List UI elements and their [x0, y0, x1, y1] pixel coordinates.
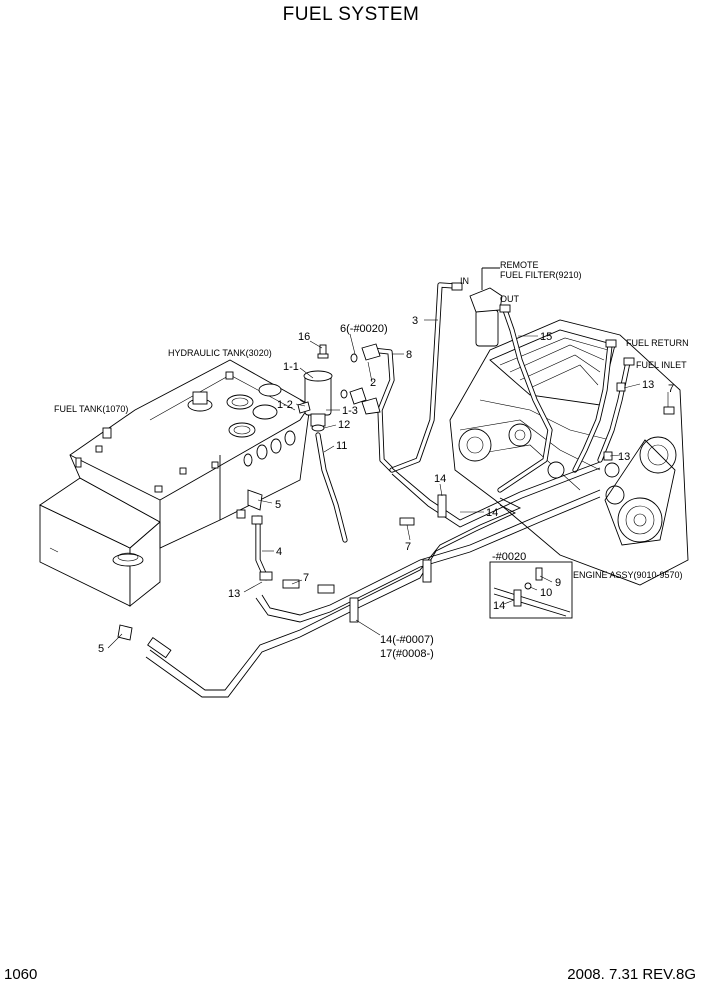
- part-label-5-upper: 5: [275, 499, 281, 511]
- part-label-1-1: 1-1: [283, 361, 299, 373]
- part-label-3: 3: [412, 315, 418, 327]
- part-number-labels: 16 6(-#0020) 1-1 1-2 1-3 2 8 3 12 11 15 …: [98, 315, 674, 660]
- label-fuel-return: FUEL RETURN: [626, 338, 689, 348]
- clamp-14-center: [437, 494, 447, 518]
- part-label-11: 11: [336, 440, 347, 452]
- part-label-7-right: 7: [668, 383, 674, 395]
- part-label-7-center: 7: [405, 541, 411, 553]
- label-detail-serial: -#0020: [492, 551, 526, 563]
- clamp-14-mid: [422, 559, 432, 583]
- remote-fuel-filter: [469, 267, 503, 347]
- label-remote-filter-2: FUEL FILTER(9210): [500, 270, 582, 280]
- part-label-13-top: 13: [642, 379, 654, 391]
- part-label-4: 4: [276, 546, 282, 558]
- part-label-1-2: 1-2: [277, 399, 293, 411]
- part-label-7-left: 7: [303, 572, 309, 584]
- detail-inset: [489, 561, 573, 619]
- engine-assy: [449, 319, 689, 586]
- label-fuel-tank: FUEL TANK(1070): [54, 404, 128, 414]
- part-label-8: 8: [406, 349, 412, 361]
- label-remote-filter-1: REMOTE: [500, 260, 539, 270]
- component-labels: HYDRAULIC TANK(3020) FUEL TANK(1070) REM…: [54, 260, 689, 580]
- page-title: FUEL SYSTEM: [282, 4, 420, 25]
- part-label-6: 6(-#0020): [340, 323, 388, 335]
- part-label-1-3: 1-3: [342, 405, 358, 417]
- part-label-13-mid: 13: [618, 451, 630, 463]
- part-label-16: 16: [298, 331, 310, 343]
- label-fuel-inlet: FUEL INLET: [636, 360, 687, 370]
- label-engine-assy: ENGINE ASSY(9010-9570): [573, 570, 683, 580]
- clamp-14-left: [349, 597, 359, 623]
- date-revision: 2008. 7.31 REV.8G: [567, 966, 696, 983]
- part-label-5-lower: 5: [98, 643, 104, 655]
- part-label-14-detail: 14: [493, 600, 505, 612]
- part-label-13-left: 13: [228, 588, 240, 600]
- part-label-10-detail: 10: [540, 587, 552, 599]
- label-filter-out: OUT: [500, 294, 520, 304]
- water-separator: [299, 370, 333, 432]
- label-hydraulic-tank: HYDRAULIC TANK(3020): [168, 348, 272, 358]
- fuel-tubes: [117, 461, 601, 698]
- leader-lines: [107, 319, 669, 649]
- part-label-14-right: 14: [486, 507, 498, 519]
- label-filter-in: IN: [460, 276, 469, 286]
- part-label-17-bottom: 17(#0008-): [380, 648, 434, 660]
- part-label-14-center: 14: [434, 473, 446, 485]
- part-label-12: 12: [338, 419, 350, 431]
- part-label-9-detail: 9: [555, 577, 561, 589]
- part-label-14-bottom: 14(-#0007): [380, 634, 434, 646]
- page-number: 1060: [4, 966, 38, 983]
- part-label-2: 2: [370, 377, 376, 389]
- part-label-15: 15: [540, 331, 552, 343]
